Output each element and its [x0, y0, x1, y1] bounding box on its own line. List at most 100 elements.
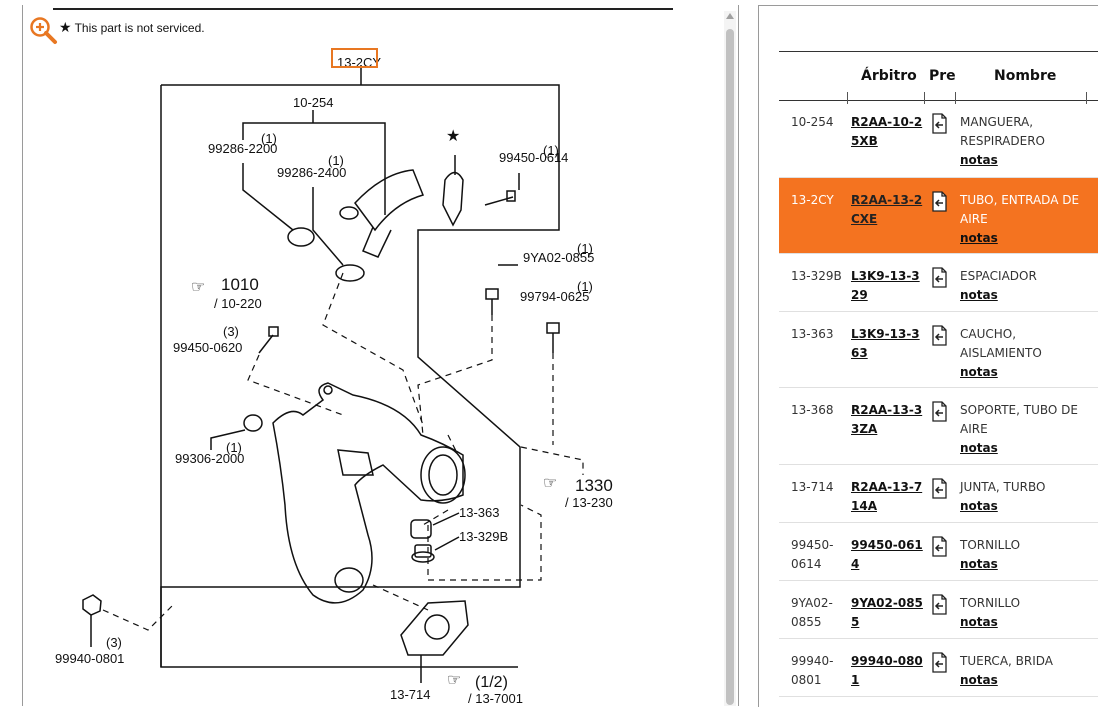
document-arrow-icon[interactable] — [929, 477, 951, 507]
document-arrow-icon[interactable] — [929, 651, 951, 681]
svg-text:☞: ☞ — [543, 475, 557, 492]
table-row[interactable]: 13-368 R2AA-13-33ZA SOPORTE, TUBO DE AIRE n… — [779, 388, 1098, 465]
diagram-scrollbar[interactable] — [724, 11, 736, 706]
label-99794-0625: 99794-0625 — [520, 289, 589, 304]
highlighted-callout-box[interactable] — [331, 48, 378, 68]
label-99286-2400: 99286-2400 — [277, 165, 346, 180]
svg-text:☞: ☞ — [191, 279, 205, 296]
table-row[interactable]: 13-363 L3K9-13-363 CAUCHO, AISLAMIENTO nota… — [779, 312, 1098, 388]
part-number-link[interactable]: R2AA-13-2CXE — [851, 193, 923, 226]
qty-label: (3) — [106, 635, 122, 650]
part-number-link[interactable]: 9YA02-0855 — [851, 596, 923, 629]
cell-name: CAUCHO, AISLAMIENTO notas — [960, 325, 1095, 382]
label-99286-2200: 99286-2200 — [208, 141, 277, 156]
document-arrow-icon[interactable] — [929, 190, 951, 220]
qty-label: (1) — [577, 241, 593, 256]
table-row[interactable]: 9YA02-0855 9YA02-0855 TORNILLO notas — [779, 581, 1098, 639]
label-9YA02-0855: 9YA02-0855 — [523, 250, 594, 265]
legend-text: This part is not serviced. — [74, 21, 205, 35]
document-arrow-icon[interactable] — [929, 593, 951, 623]
diagram-top-border — [53, 8, 673, 10]
parts-diagram: ★ ☞ ☞ ☞ 10-254 99286-2200 99286-2400 994… — [55, 55, 613, 706]
diagram-panel: ★This part is not serviced. — [22, 5, 739, 706]
qty-label: (1) — [328, 153, 344, 168]
label-13-714: 13-714 — [390, 687, 430, 702]
table-header: Árbitro Pre Nombre — [779, 51, 1098, 104]
part-number-link[interactable]: 99940-0801 — [851, 654, 923, 687]
part-number-link[interactable]: 99450-0614 — [851, 538, 923, 571]
part-number-link[interactable]: L3K9-13-363 — [851, 327, 920, 360]
document-arrow-icon[interactable] — [929, 400, 951, 430]
notes-link[interactable]: notas — [960, 615, 998, 629]
part-number-link[interactable]: R2AA-13-714A — [851, 480, 923, 513]
scroll-up-icon[interactable] — [726, 13, 734, 19]
cell-ref: 99450-0614 — [791, 538, 834, 571]
label-1330: 1330 — [575, 476, 613, 495]
notes-link[interactable]: notas — [960, 231, 998, 245]
header-part[interactable]: Árbitro — [861, 68, 917, 84]
label-99940-0801: 99940-0801 — [55, 651, 124, 666]
part-name: MANGUERA, RESPIRADERO — [960, 115, 1045, 148]
part-name: CAUCHO, AISLAMIENTO — [960, 327, 1042, 360]
svg-text:☞: ☞ — [447, 672, 461, 689]
legend: ★This part is not serviced. — [59, 19, 205, 36]
part-name: ESPACIADOR — [960, 269, 1037, 283]
document-arrow-icon[interactable] — [929, 266, 951, 296]
cell-ref: 99940-0801 — [791, 654, 834, 687]
part-name: TORNILLO — [960, 596, 1021, 610]
document-arrow-icon[interactable] — [929, 324, 951, 354]
svg-text:★: ★ — [446, 128, 460, 145]
part-number-link[interactable]: R2AA-13-33ZA — [851, 403, 923, 436]
column-divider — [955, 92, 956, 104]
notes-link[interactable]: notas — [960, 153, 998, 167]
qty-label: (1) — [577, 279, 593, 294]
star-icon: ★ — [59, 19, 72, 35]
label-1010: 1010 — [221, 275, 259, 294]
document-arrow-icon[interactable] — [929, 535, 951, 565]
cell-ref: 13-714 — [791, 480, 834, 494]
label-13-363: 13-363 — [459, 505, 499, 520]
part-name: SOPORTE, TUBO DE AIRE — [960, 403, 1078, 436]
label-99450-0614: 99450-0614 — [499, 150, 568, 165]
cell-name: SOPORTE, TUBO DE AIRE notas — [960, 401, 1095, 458]
part-number-link[interactable]: L3K9-13-329 — [851, 269, 920, 302]
notes-link[interactable]: notas — [960, 365, 998, 379]
zoom-in-icon[interactable] — [28, 15, 58, 45]
part-number-link[interactable]: R2AA-10-25XB — [851, 115, 923, 148]
label-99450-0620: 99450-0620 — [173, 340, 242, 355]
label-13-329B: 13-329B — [459, 529, 508, 544]
cell-ref: 13-363 — [791, 327, 834, 341]
header-name[interactable]: Nombre — [994, 68, 1057, 84]
notes-link[interactable]: notas — [960, 288, 998, 302]
label-99306-2000: 99306-2000 — [175, 451, 244, 466]
cell-ref: 13-368 — [791, 403, 834, 417]
label-13-230: / 13-230 — [565, 495, 613, 510]
document-arrow-icon[interactable] — [929, 112, 951, 142]
scrollbar-thumb[interactable] — [726, 29, 734, 705]
notes-link[interactable]: notas — [960, 499, 998, 513]
qty-label: (1) — [261, 131, 277, 146]
notes-link[interactable]: notas — [960, 673, 998, 687]
cell-ref: 10-254 — [791, 115, 834, 129]
column-divider — [1086, 92, 1087, 104]
column-divider — [924, 92, 925, 104]
cell-ref: 9YA02-0855 — [791, 596, 833, 629]
notes-link[interactable]: notas — [960, 441, 998, 455]
parts-table-panel: Árbitro Pre Nombre 10-254 R2AA-10-25XB MAN… — [758, 5, 1098, 707]
notes-link[interactable]: notas — [960, 557, 998, 571]
label-half: (1/2) — [475, 674, 508, 691]
header-pre[interactable]: Pre — [929, 68, 956, 84]
qty-label: (1) — [543, 143, 559, 158]
column-divider — [847, 92, 848, 104]
table-row[interactable]: 10-254 R2AA-10-25XB MANGUERA, RESPIRADERO n… — [779, 100, 1098, 178]
cell-ref: 13-2CY — [791, 193, 834, 207]
